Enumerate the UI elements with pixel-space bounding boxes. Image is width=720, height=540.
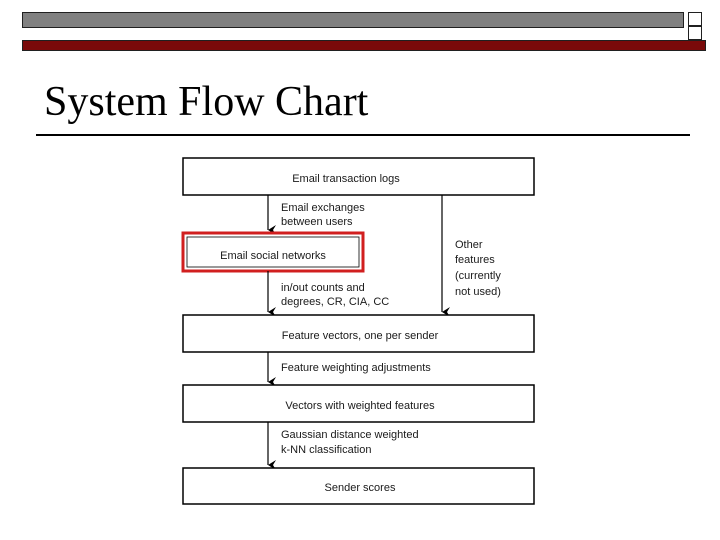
header-gray-bar [22,12,684,28]
note-weighting: Feature weighting adjustments [281,362,431,374]
box-email-social-networks: Email social networks [181,231,365,273]
note-exchanges-2: between users [281,216,353,228]
note-counts-2: degrees, CR, CIA, CC [281,296,389,308]
box-label: Email social networks [220,250,326,262]
box-weighted-vectors: Vectors with weighted features [182,384,535,423]
header-red-bar [22,40,706,51]
header-band [22,12,706,51]
note-exchanges-1: Email exchanges [281,202,365,214]
box-label: Email transaction logs [292,173,400,185]
box-feature-vectors: Feature vectors, one per sender [182,314,535,353]
box-sender-scores: Sender scores [182,467,535,505]
box-email-transaction-logs: Email transaction logs [182,157,535,196]
note-other-1: Other [455,239,483,251]
box-label: Feature vectors, one per sender [282,330,439,342]
header-square-top [688,12,702,26]
title-underline [36,134,690,136]
header-square-bottom [688,26,702,40]
slide-title: System Flow Chart [44,79,369,125]
note-other-3: (currently [455,270,501,282]
note-counts-1: in/out counts and [281,282,365,294]
box-label: Vectors with weighted features [285,400,435,412]
note-knn-1: Gaussian distance weighted [281,429,419,441]
note-knn-2: k-NN classification [281,444,371,456]
note-other-2: features [455,254,495,266]
note-other-4: not used) [455,286,501,298]
box-label: Sender scores [325,482,396,494]
